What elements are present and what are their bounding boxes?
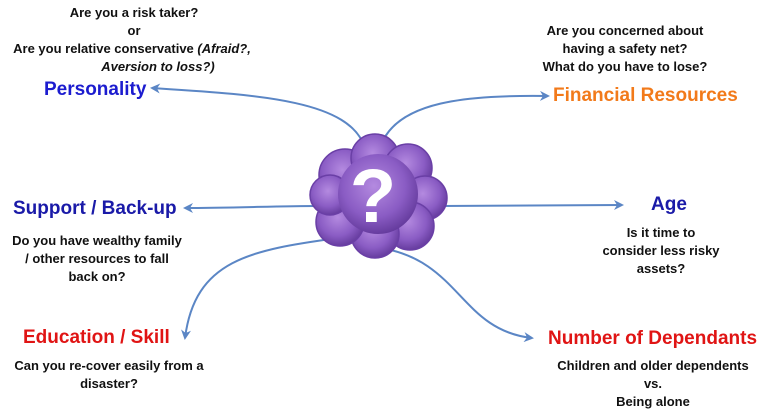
personality-question-2-italic: (Afraid?, bbox=[197, 41, 251, 56]
arrow-education bbox=[181, 237, 339, 340]
personality-question-2: Are you relative conservative (Afraid?, bbox=[0, 40, 264, 58]
dependants-line-1: Children and older dependents bbox=[557, 358, 749, 373]
age-line-1: Is it time to bbox=[626, 225, 696, 240]
personality-title: Personality bbox=[44, 79, 147, 100]
personality-question-3: Aversion to loss?) bbox=[78, 58, 238, 76]
dependants-line-2: vs. bbox=[643, 376, 663, 391]
financial-title: Financial Resources bbox=[553, 85, 738, 106]
personality-question-2-main: Are you relative conservative bbox=[13, 41, 194, 56]
arrow-financial bbox=[379, 90, 550, 149]
dependants-title: Number of Dependants bbox=[548, 328, 758, 349]
financial-line-2: having a safety net? bbox=[562, 41, 688, 56]
age-line-2: consider less risky bbox=[602, 243, 720, 258]
arrow-age bbox=[439, 200, 624, 211]
arrow-support bbox=[183, 202, 319, 213]
question-mark-symbol: ? bbox=[350, 154, 396, 239]
support-line-3: back on? bbox=[68, 269, 126, 284]
age-title: Age bbox=[651, 194, 687, 215]
personality-question-3-italic: Aversion to loss?) bbox=[101, 59, 215, 74]
personality-or: or bbox=[127, 23, 141, 38]
support-line-1: Do you have wealthy family bbox=[12, 233, 182, 248]
education-line-2: disaster? bbox=[80, 376, 138, 391]
financial-line-1: Are you concerned about bbox=[546, 23, 704, 38]
question-mark-cloud-icon: ? bbox=[309, 133, 448, 259]
financial-line-3: What do you have to lose? bbox=[542, 59, 708, 74]
education-line-1: Can you re-cover easily from a bbox=[14, 358, 204, 373]
dependants-line-3: Being alone bbox=[616, 394, 690, 409]
arrow-dependants bbox=[379, 247, 534, 343]
education-title: Education / Skill bbox=[23, 327, 170, 348]
age-line-3: assets? bbox=[636, 261, 686, 276]
personality-question-1: Are you a risk taker? bbox=[69, 5, 199, 20]
support-line-2: / other resources to fall bbox=[25, 251, 169, 266]
support-title: Support / Back-up bbox=[13, 198, 177, 219]
arrow-personality bbox=[150, 83, 366, 149]
